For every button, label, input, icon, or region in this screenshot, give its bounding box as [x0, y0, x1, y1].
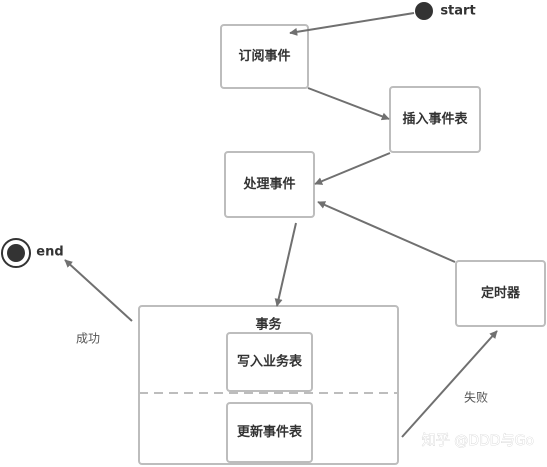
subscribe-event-box: [220, 24, 309, 89]
arrow-timer-to-handle: [317, 201, 456, 263]
update-event-table-label: 更新事件表: [237, 424, 303, 440]
handle-event-box: [224, 151, 315, 218]
watermark: 知乎 @DDD与Go: [422, 432, 534, 449]
edge-label-success: 成功: [76, 332, 100, 346]
edge-label-failure: 失败: [464, 390, 488, 405]
arrow-insert-to-handle: [314, 152, 391, 185]
insert-event-table-box: [389, 86, 481, 153]
update-event-table-box: [226, 402, 313, 463]
arrow-transaction-to-timer: [401, 330, 498, 438]
start-node: [415, 2, 433, 20]
arrow-subscribe-to-insert: [307, 87, 390, 121]
transaction-label: 事务: [255, 317, 282, 333]
arrow-transaction-to-end: [64, 259, 133, 322]
insert-event-table-label: 插入事件表: [402, 111, 468, 127]
arrow-handle-to-transaction: [274, 222, 297, 307]
write-business-table-box: [226, 332, 313, 392]
subscribe-event-label: 订阅事件: [238, 48, 290, 64]
handle-event-label: 处理事件: [242, 176, 295, 192]
arrow-start-to-subscribe: [289, 12, 415, 36]
timer-box: [455, 260, 546, 327]
end-node: [7, 244, 25, 262]
timer-label: 定时器: [480, 285, 521, 301]
end-label: end: [36, 245, 63, 260]
write-business-table-label: 写入业务表: [237, 354, 303, 370]
start-label: start: [440, 4, 475, 19]
